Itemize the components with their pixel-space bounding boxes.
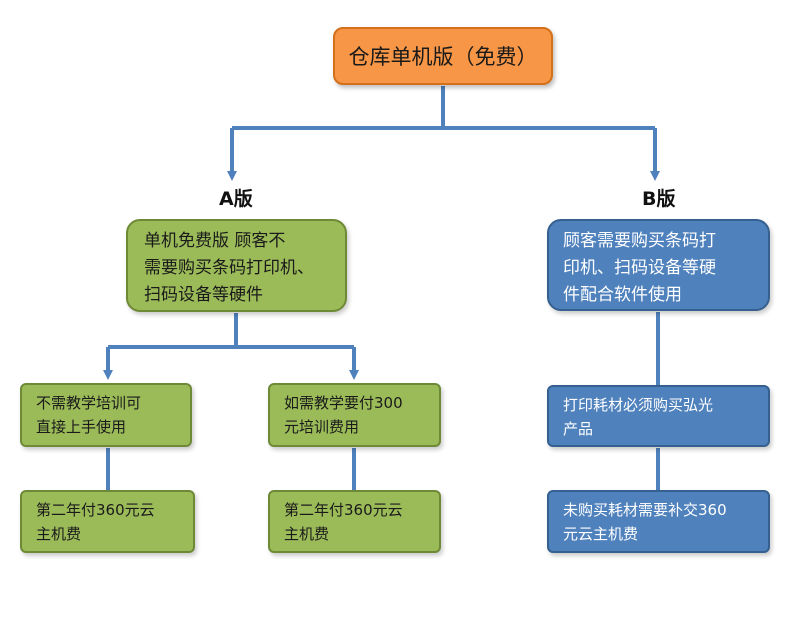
branch-b-child-text: 打印耗材必须购买弘光 产品 xyxy=(563,396,714,438)
branch-b-grandchild-node: 未购买耗材需要补交360 元云主机费 xyxy=(547,490,770,553)
branch-b-grandchild-text: 未购买耗材需要补交360 元云主机费 xyxy=(563,501,727,543)
branch-b-title: B版 xyxy=(642,188,676,210)
branch-a-main-node: 单机免费版 顾客不 需要购买条码打印机、 扫码设备等硬件 xyxy=(126,219,347,312)
branch-a-left-grandchild-text: 第二年付360元云 主机费 xyxy=(36,501,155,543)
branch-a-title: A版 xyxy=(219,188,253,210)
branch-a-left-text: 不需教学培训可 直接上手使用 xyxy=(36,394,142,436)
branch-a-right-text: 如需教学要付300 元培训费用 xyxy=(284,394,403,436)
branch-b-main-text: 顾客需要购买条码打 印机、扫码设备等硬 件配合软件使用 xyxy=(563,231,716,305)
root-node: 仓库单机版（免费） xyxy=(333,27,553,85)
branch-a-main-text: 单机免费版 顾客不 需要购买条码打印机、 扫码设备等硬件 xyxy=(144,231,314,305)
root-label: 仓库单机版（免费） xyxy=(348,45,538,69)
branch-a-left-grandchild-node: 第二年付360元云 主机费 xyxy=(20,490,195,553)
branch-a-right-node: 如需教学要付300 元培训费用 xyxy=(268,383,441,447)
branch-a-left-node: 不需教学培训可 直接上手使用 xyxy=(20,383,192,447)
branch-b-main-node: 顾客需要购买条码打 印机、扫码设备等硬 件配合软件使用 xyxy=(547,219,770,311)
branch-b-child-node: 打印耗材必须购买弘光 产品 xyxy=(547,385,770,447)
branch-a-right-grandchild-text: 第二年付360元云 主机费 xyxy=(284,501,403,543)
branch-a-right-grandchild-node: 第二年付360元云 主机费 xyxy=(268,490,441,553)
